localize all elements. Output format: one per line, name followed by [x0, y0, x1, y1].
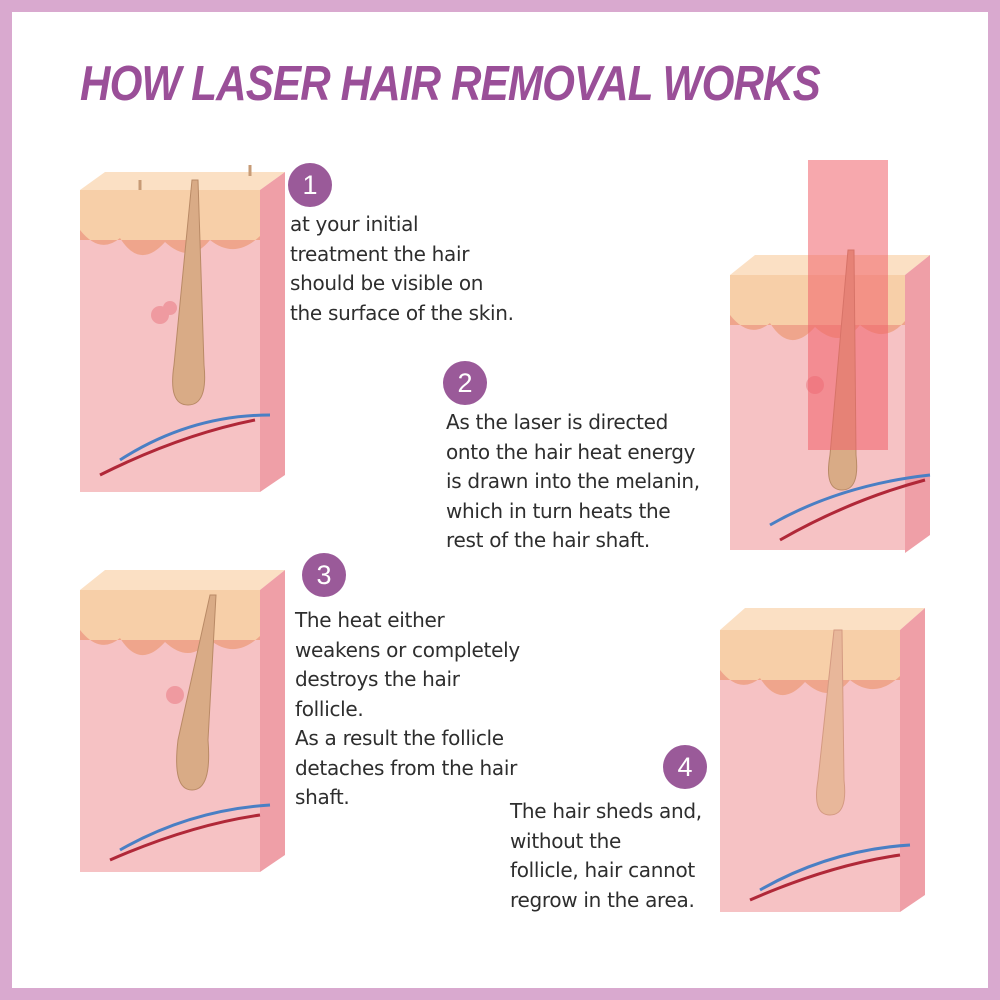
step-text-line: detaches from the hair	[295, 755, 518, 780]
hair-follicle	[176, 594, 217, 791]
step-1-number-badge: 1	[288, 163, 332, 207]
skin-illustration-step-3	[80, 570, 285, 872]
step-text-line: shaft.	[295, 785, 350, 809]
skin-top-face	[80, 570, 285, 590]
blood-vessel	[769, 473, 931, 527]
hair-follicle	[172, 179, 206, 406]
page-title: HOW LASER HAIR REMOVAL WORKS	[80, 57, 821, 111]
step-text-line: should be visible on	[290, 271, 484, 295]
skin-side-face	[260, 172, 285, 492]
step-text-line: the surface of the skin.	[290, 300, 514, 325]
step-3-number-badge: 3	[302, 553, 346, 597]
skin-top-face	[720, 608, 925, 630]
blood-vessel	[759, 843, 911, 892]
step-text-line: As the laser is directed	[446, 410, 669, 434]
step-text-line: treatment the hair	[290, 241, 470, 266]
step-text-line: follicle, hair cannot	[510, 858, 695, 882]
step-1-description: at your initial treatment the hair shoul…	[290, 210, 514, 328]
step-text-line: rest of the hair shaft.	[446, 528, 650, 552]
epidermis-layer	[80, 190, 260, 240]
epidermis-layer	[80, 590, 260, 640]
skin-illustration-step-4	[720, 608, 925, 912]
step-3-description: The heat either weakens or completely de…	[295, 606, 520, 813]
blood-vessel	[119, 803, 271, 852]
skin-side-face	[260, 570, 285, 872]
step-text-line: without the	[510, 828, 622, 853]
dermis-layer	[80, 640, 260, 872]
dermis-layer	[720, 680, 900, 912]
skin-illustration-step-2	[730, 160, 931, 553]
skin-side-face	[900, 608, 925, 912]
step-text-line: at your initial	[290, 212, 419, 236]
step-text-line: The heat either	[295, 608, 445, 632]
step-text-line: regrow in the area.	[510, 887, 695, 912]
skin-illustration-step-1	[80, 165, 285, 492]
skin-top-face	[80, 172, 285, 190]
step-2-description: As the laser is directed onto the hair h…	[446, 408, 700, 556]
step-text-line: As a result the follicle	[295, 726, 504, 750]
step-text-line: is drawn into the melanin,	[446, 469, 700, 493]
empty-follicle	[816, 629, 846, 816]
step-text-line: destroys the hair	[295, 667, 460, 691]
step-text-line: which in turn heats the	[446, 498, 671, 523]
epidermis-layer	[720, 630, 900, 680]
step-text-line: follicle.	[295, 696, 364, 721]
skin-side-face	[905, 255, 930, 553]
step-4-description: The hair sheds and, without the follicle…	[510, 797, 702, 915]
dermis-layer	[80, 240, 260, 492]
step-text-line: onto the hair heat energy	[446, 439, 696, 464]
step-text-line: weakens or completely	[295, 637, 520, 662]
step-2-number-badge: 2	[443, 361, 487, 405]
step-text-line: The hair sheds and,	[510, 799, 702, 823]
laser-beam	[808, 160, 888, 450]
step-4-number-badge: 4	[663, 745, 707, 789]
blood-vessel	[119, 413, 271, 462]
